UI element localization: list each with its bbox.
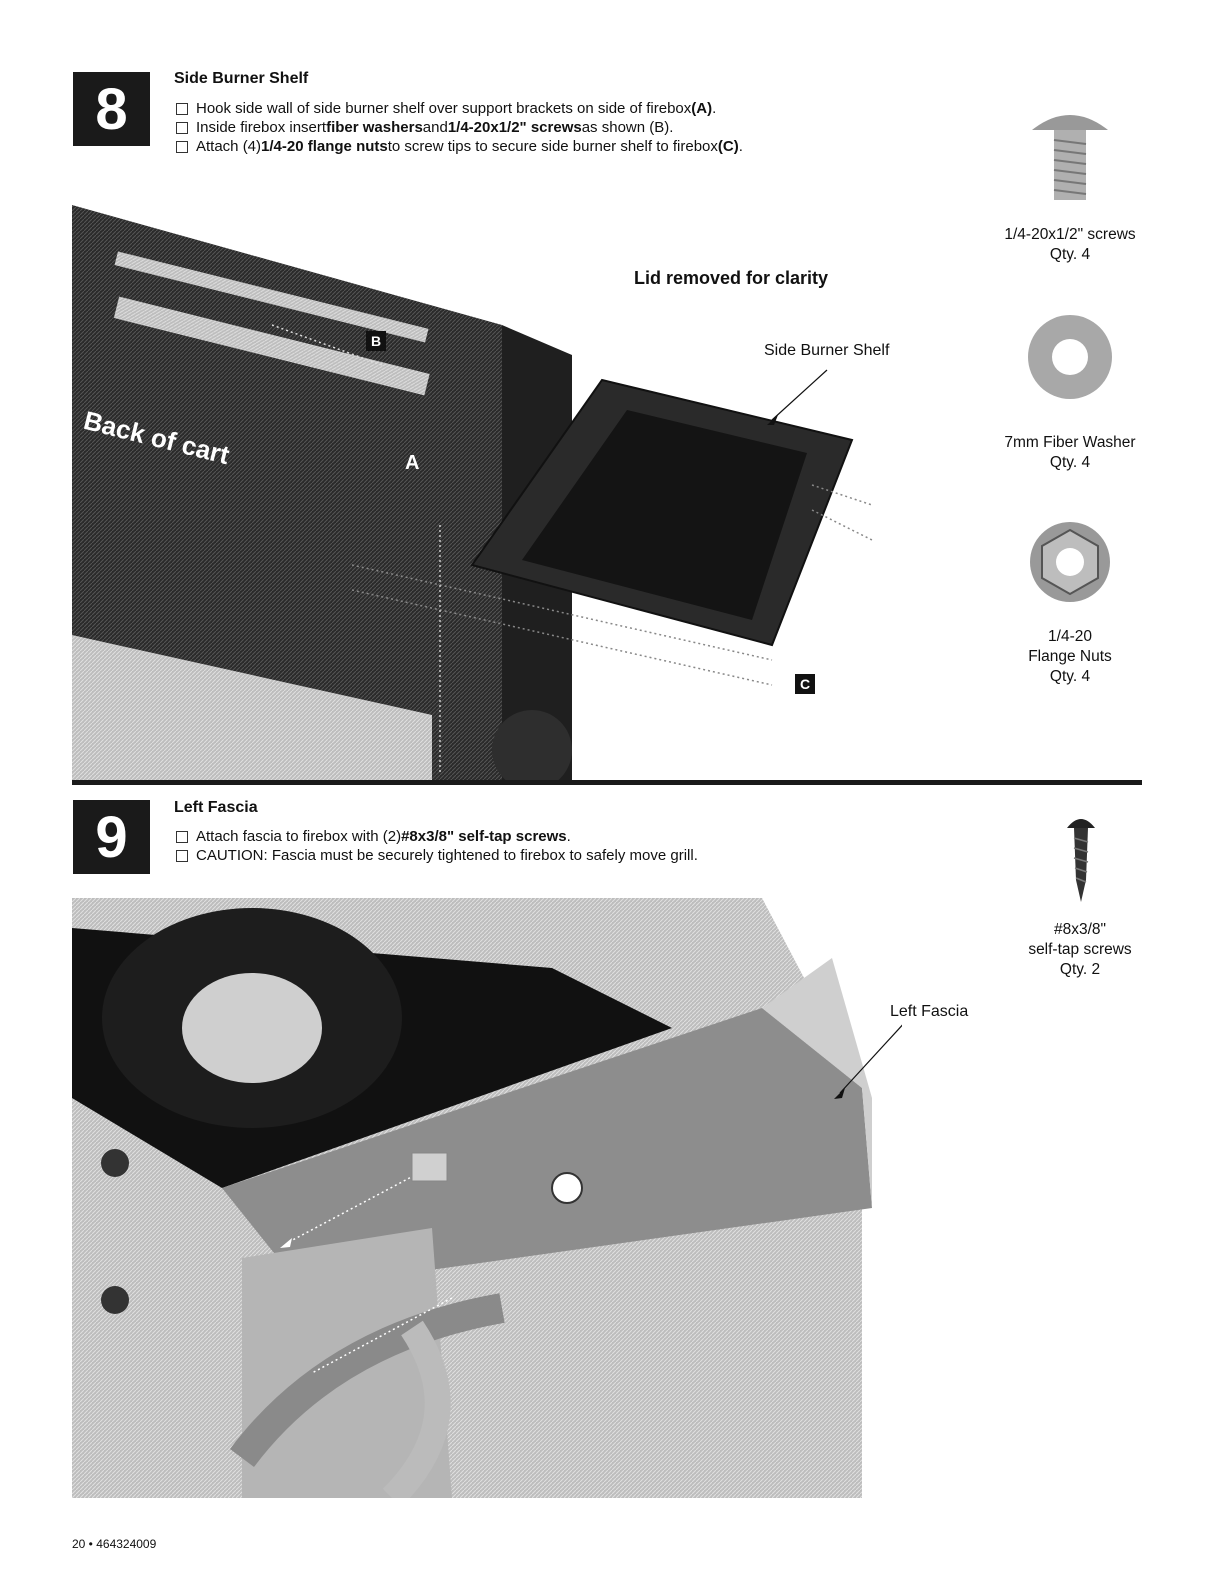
arrow-head-icon bbox=[834, 1088, 845, 1099]
part-name: 1/4-20x1/2" screws bbox=[1004, 226, 1136, 243]
part-qty: Qty. 4 bbox=[1049, 668, 1091, 685]
step-9-number: 9 bbox=[73, 800, 150, 874]
callout-c: C bbox=[795, 674, 815, 694]
checkbox-icon bbox=[176, 102, 188, 115]
part-name: self-tap screws bbox=[1028, 941, 1132, 958]
part-qty: Qty. 4 bbox=[1049, 246, 1091, 263]
screw-icon bbox=[1032, 115, 1108, 200]
instruction-text: . bbox=[566, 828, 571, 845]
part-name: #8x3/8" bbox=[1053, 921, 1107, 938]
self-tap-screw-icon bbox=[1067, 819, 1095, 902]
instruction-line: Hook side wall of side burner shelf over… bbox=[176, 99, 743, 118]
instruction-bold: (A) bbox=[691, 100, 713, 117]
part-qty: Qty. 2 bbox=[1059, 961, 1101, 978]
arrow-head-icon bbox=[280, 1238, 292, 1248]
page-footer: 20 • 464324009 bbox=[72, 1537, 157, 1551]
washer-icon bbox=[1028, 315, 1112, 399]
part-name: 7mm Fiber Washer bbox=[1004, 434, 1136, 451]
checkbox-icon bbox=[176, 830, 188, 843]
step-8-title: Side Burner Shelf bbox=[174, 70, 309, 87]
shelf-leader-line bbox=[771, 369, 828, 421]
instruction-line: Attach (4) 1/4-20 flange nuts to screw t… bbox=[176, 137, 743, 156]
instruction-text: . bbox=[712, 100, 717, 117]
instruction-text: Attach fascia to firebox with (2) bbox=[196, 828, 402, 845]
step-9-instructions: Attach fascia to firebox with (2) #8x3/8… bbox=[176, 827, 698, 865]
fascia-leader-line bbox=[839, 1024, 902, 1094]
section-divider bbox=[72, 780, 1142, 785]
fascia-end bbox=[762, 958, 872, 1208]
left-fascia bbox=[222, 1008, 872, 1288]
part-self-tap-screws: #8x3/8" self-tap screws Qty. 2 bbox=[1010, 920, 1150, 980]
gas-hose bbox=[230, 1293, 505, 1468]
lower-grate bbox=[72, 635, 432, 780]
callout-a: A bbox=[405, 452, 420, 474]
control-knob bbox=[101, 1286, 129, 1314]
instruction-text: CAUTION: Fascia must be securely tighten… bbox=[196, 847, 698, 864]
checkbox-icon bbox=[176, 121, 188, 134]
control-knob bbox=[101, 1149, 129, 1177]
lid-removed-note: Lid removed for clarity bbox=[634, 268, 829, 288]
burner-center bbox=[182, 973, 322, 1083]
part-name: 1/4-20 bbox=[1048, 628, 1092, 645]
instruction-line: CAUTION: Fascia must be securely tighten… bbox=[176, 846, 698, 865]
instruction-bold: 1/4-20 flange nuts bbox=[261, 138, 388, 155]
step-9-illustration bbox=[72, 898, 902, 1498]
part-screws: 1/4-20x1/2" screws Qty. 4 bbox=[990, 225, 1150, 265]
flange-nut-icon bbox=[1030, 522, 1110, 602]
screw-location bbox=[411, 1152, 448, 1182]
knob-hole bbox=[551, 1172, 583, 1204]
step-9-title: Left Fascia bbox=[174, 799, 258, 816]
guide-line bbox=[351, 564, 773, 661]
guide-line bbox=[351, 589, 773, 686]
arrow-head-icon bbox=[767, 415, 778, 425]
instruction-bold: (C) bbox=[717, 138, 739, 155]
firebox-body bbox=[72, 205, 502, 780]
part-flange-nuts: 1/4-20 Flange Nuts Qty. 4 bbox=[990, 627, 1150, 687]
instruction-text: Hook side wall of side burner shelf over… bbox=[196, 100, 692, 117]
wheel bbox=[492, 710, 572, 780]
checkbox-icon bbox=[176, 140, 188, 153]
guide-line bbox=[286, 1165, 433, 1244]
instruction-text: Inside firebox insert bbox=[196, 119, 327, 136]
side-burner-shelf-label: Side Burner Shelf bbox=[764, 342, 890, 359]
instruction-text: Attach (4) bbox=[196, 138, 262, 155]
step-8-instructions: Hook side wall of side burner shelf over… bbox=[176, 99, 743, 156]
guide-line bbox=[811, 484, 873, 506]
instruction-text: . bbox=[738, 138, 743, 155]
instruction-line: Inside firebox insert fiber washers and … bbox=[176, 118, 743, 137]
guide-line bbox=[811, 509, 873, 541]
shelf-tray bbox=[522, 410, 807, 620]
instruction-line: Attach fascia to firebox with (2) #8x3/8… bbox=[176, 827, 698, 846]
part-qty: Qty. 4 bbox=[1049, 454, 1091, 471]
guide-line bbox=[311, 1297, 453, 1374]
callout-b: B bbox=[366, 331, 386, 351]
gas-hose bbox=[382, 1320, 451, 1498]
instruction-text: to screw tips to secure side burner shel… bbox=[387, 138, 718, 155]
burner-tube bbox=[113, 296, 430, 396]
part-name: Flange Nuts bbox=[1028, 648, 1112, 665]
instruction-text: and bbox=[422, 119, 448, 136]
instruction-text: as shown (B). bbox=[581, 119, 674, 136]
checkbox-icon bbox=[176, 849, 188, 862]
part-washer: 7mm Fiber Washer Qty. 4 bbox=[990, 433, 1150, 473]
step-8-number: 8 bbox=[73, 72, 150, 146]
burner-tube bbox=[114, 251, 429, 343]
left-fascia-label: Left Fascia bbox=[890, 1003, 969, 1020]
instruction-bold: fiber washers bbox=[326, 119, 423, 136]
step-8-illustration bbox=[72, 205, 873, 780]
instruction-bold: #8x3/8" self-tap screws bbox=[401, 828, 567, 845]
instruction-bold: 1/4-20x1/2" screws bbox=[447, 119, 582, 136]
